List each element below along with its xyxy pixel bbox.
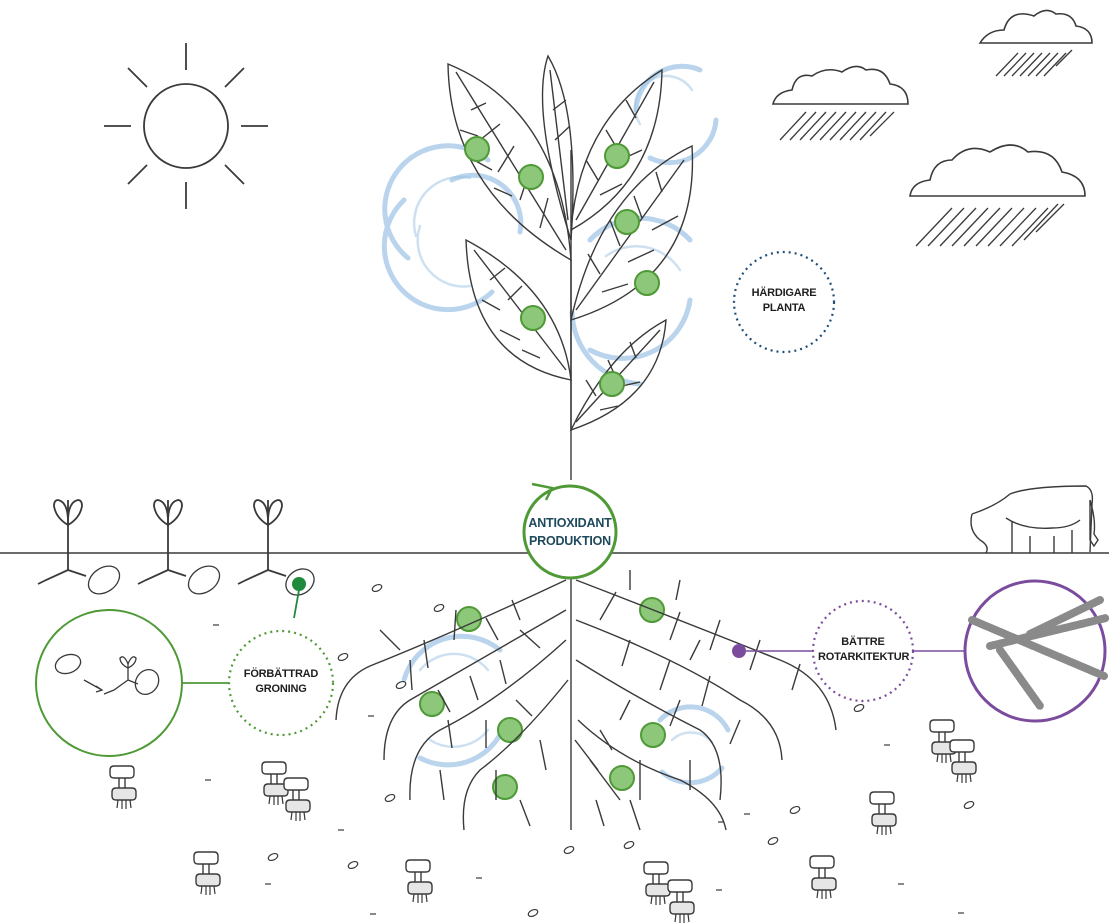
- germination-label: FÖRBÄTTRAD GRONING: [241, 667, 321, 697]
- stress-glow-rings: [381, 63, 731, 786]
- rain-cloud-icon: [978, 9, 1093, 77]
- germination-label-line2: GRONING: [255, 683, 307, 695]
- germination-detail: [35, 609, 335, 757]
- hardier-plant-label: HÄRDIGARE PLANTA: [744, 286, 824, 316]
- root-architecture-detail: [732, 579, 1109, 723]
- plant-roots: [335, 560, 837, 831]
- sun-icon: [104, 43, 268, 209]
- antioxidant-circle: [522, 482, 618, 580]
- root-architecture-label-line1: BÄTTRE: [841, 636, 885, 648]
- hardier-plant-label-line1: HÄRDIGARE: [751, 287, 817, 299]
- sprout-icon: [37, 499, 226, 601]
- hardier-plant-label-line2: PLANTA: [762, 302, 806, 314]
- soil-dashes: [205, 624, 964, 915]
- root-architecture-label-line2: ROTARKITEKTUR: [818, 651, 910, 663]
- antioxidant-label: ANTIOXIDANT PRODUKTION: [520, 514, 620, 550]
- sprout-icon: [237, 499, 315, 619]
- antioxidant-label-line2: PRODUKTION: [528, 534, 612, 548]
- root-architecture-label: BÄTTRE ROTARKITEKTUR: [818, 635, 910, 665]
- cow-icon: [970, 485, 1099, 554]
- mushroom-icon: [109, 719, 977, 924]
- rain-cloud-icon: [909, 144, 1086, 247]
- hardier-plant-circle: [732, 250, 836, 354]
- germination-label-line1: FÖRBÄTTRAD: [243, 668, 319, 680]
- antioxidant-label-line1: ANTIOXIDANT: [528, 516, 612, 530]
- plant-leaves: [447, 54, 694, 480]
- antioxidant-dots: [419, 136, 666, 800]
- rain-cloud-icon: [771, 65, 909, 141]
